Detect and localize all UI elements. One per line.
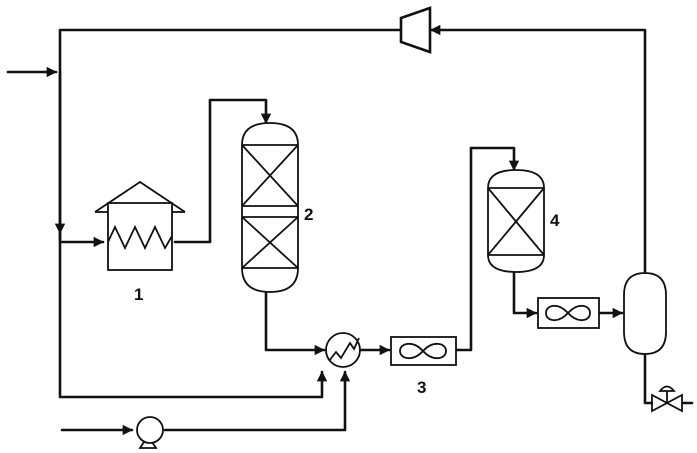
pump-to-exchanger-line: [165, 372, 345, 430]
second-reactor-label: 4: [550, 211, 560, 230]
feed-pump: [137, 417, 163, 448]
furnace: [95, 182, 185, 270]
reactor-label: 2: [304, 205, 313, 224]
heat-exchanger: [326, 333, 360, 367]
recycle-compressor: [401, 8, 430, 52]
separator-liquid-outlet-line: [645, 353, 652, 403]
separator-drum: [624, 273, 666, 354]
air-cooler: [391, 337, 456, 365]
second-reactor-column: [488, 170, 544, 272]
control-valve: [652, 387, 682, 412]
reactor-column: [242, 123, 298, 292]
reactor4-outlet-line: [514, 272, 536, 313]
reactor-outlet-line: [266, 292, 324, 350]
cooler-label: 3: [417, 378, 426, 397]
furnace-label: 1: [134, 285, 143, 304]
second-air-cooler: [538, 298, 599, 328]
